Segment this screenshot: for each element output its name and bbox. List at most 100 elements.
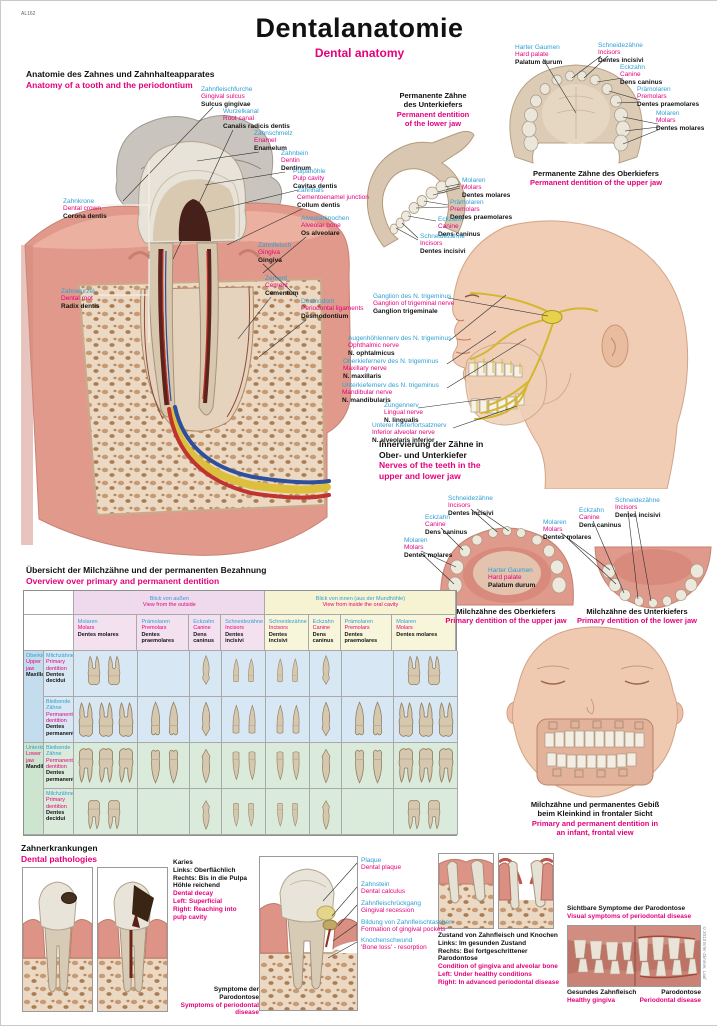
label-line-en: Lingual nerve: [384, 409, 424, 417]
label-line-de: Milchzähne: [46, 653, 74, 659]
label-line-la: Dens caninus: [620, 78, 663, 86]
label-line-de: Zahnkrone: [63, 198, 95, 205]
label-line-en: Dentin: [281, 157, 300, 165]
caption-line-de: Anatomie des Zahnes und Zahnhalteapparat…: [26, 69, 215, 79]
label-line-de: Milchzähne: [46, 791, 74, 797]
label-line-en: Molars: [543, 526, 563, 534]
label-line-de: Augenhöhlennerv des N. trigeminus: [348, 335, 452, 342]
label-line-de: Zungennerv: [384, 402, 419, 409]
label-line-la: Mandibula: [26, 763, 43, 770]
label-line-de: Molaren: [396, 619, 417, 625]
table-cell-teeth: [342, 697, 394, 743]
label-line-en: Dental crown: [63, 205, 101, 213]
periodontal-tooth-panel: [259, 856, 358, 1011]
group-label: UnterkieferLower jawMandibula: [24, 743, 43, 770]
label-line-la: Enamelum: [254, 144, 287, 152]
caption-line-de: Symptome der Parodontose: [213, 986, 259, 1001]
label-line-de: Zahnfleischrückgang: [361, 900, 421, 907]
table-cell-teeth: [310, 697, 342, 743]
label-line-en: Premolars: [637, 93, 667, 101]
caption-line-en: Primary dentition of the lower jaw: [576, 616, 698, 626]
label-line-la: Cementum: [265, 289, 299, 297]
label-line-en: Incisors: [225, 625, 245, 632]
label-line-la: Dentes praemolares: [141, 631, 175, 644]
label-line-en: View from the outside: [142, 602, 196, 609]
caption-line-de: Gesundes Zahnfleisch: [567, 989, 637, 996]
label-line-de: Molaren: [656, 110, 680, 117]
periodontal-tooth-illustration: [259, 868, 358, 1010]
label-line-en: Lower jaw: [26, 751, 41, 764]
label-line-la: Dentes praemolares: [450, 213, 513, 221]
table-cell-teeth: [394, 697, 458, 743]
infant-dentition-illustration: [506, 626, 684, 798]
label-line-de: Bleibende Zähne: [46, 745, 71, 758]
label-line-la: N. ophtalmicus: [348, 349, 395, 357]
label-line-en: Dental plaque: [361, 864, 402, 872]
label-line-de: Bildung von Zahnfleischtaschen: [361, 919, 453, 926]
label-line-la: Ganglion trigeminale: [373, 307, 438, 315]
label-line-en: Incisors: [598, 49, 621, 57]
caption-line-de: Milchzähne und permanentes Gebiß beim Kl…: [530, 800, 660, 819]
label-line-de: Zahnbein: [281, 150, 309, 157]
caption-line-de: Karies Links: Oberflächlich Rechts: Bis …: [173, 859, 248, 890]
label-line-la: Palatum durum: [488, 581, 536, 589]
primary-lower-arch-illustration: [594, 546, 712, 609]
label-line-la: Dentes incisivi: [615, 511, 661, 519]
label-line-la: Dentes molares: [656, 124, 705, 132]
label-line-de: Unterer Kieferfortsatznerv: [372, 422, 447, 429]
label-line-de: Eckzahn: [438, 216, 463, 223]
caption-line-en: Periodontal disease: [639, 996, 701, 1004]
table-cell-teeth: [190, 743, 222, 789]
label-line-en: Permanent dentition: [46, 711, 73, 724]
view-inside-band: Blick von innen (aus der Mundhöhle)View …: [264, 591, 456, 615]
label-line-la: Dentes praemolares: [637, 100, 700, 108]
primary-upper-arch-illustration: [440, 526, 574, 606]
label-line-de: Desmodont: [301, 298, 335, 305]
label-line-de: Schneidezähne: [598, 42, 643, 49]
label-line-en: Hard palate: [515, 51, 549, 59]
label-line-de: Zahnfleischfurche: [201, 86, 253, 93]
caption-line-en: Primary dentition of the upper jaw: [445, 616, 567, 626]
label-line-de: Zement: [265, 275, 288, 282]
label-line-en: 'Bone loss' - resorption: [361, 944, 427, 952]
label-line-de: Zahnwurzel: [61, 288, 95, 295]
label-line-la: Dentes permanentes: [46, 724, 73, 737]
label-line-en: Formation of gingival pockets: [361, 926, 446, 934]
table-corner: [24, 591, 74, 615]
caption-line-en: Anatomy of a tooth and the periodontium: [26, 79, 193, 90]
table-cell-teeth: [310, 789, 342, 835]
label-line-la: Collum dentis: [297, 201, 340, 209]
label-line-en: Upper jaw: [26, 659, 41, 672]
label-line-la: Dentes molares: [543, 533, 592, 541]
caption-line-en: Condition of gingiva and alveolar bone L…: [438, 963, 559, 986]
label-line-en: Molars: [396, 625, 413, 632]
label-line-de: Eckzahn: [312, 619, 334, 625]
label-line-de: Pulpahöhle: [293, 168, 326, 175]
label-line-la: Dentes incisivi: [448, 509, 494, 517]
label-line-la: Palatum durum: [515, 58, 563, 66]
label-line-de: Zahnschmelz: [254, 130, 293, 137]
